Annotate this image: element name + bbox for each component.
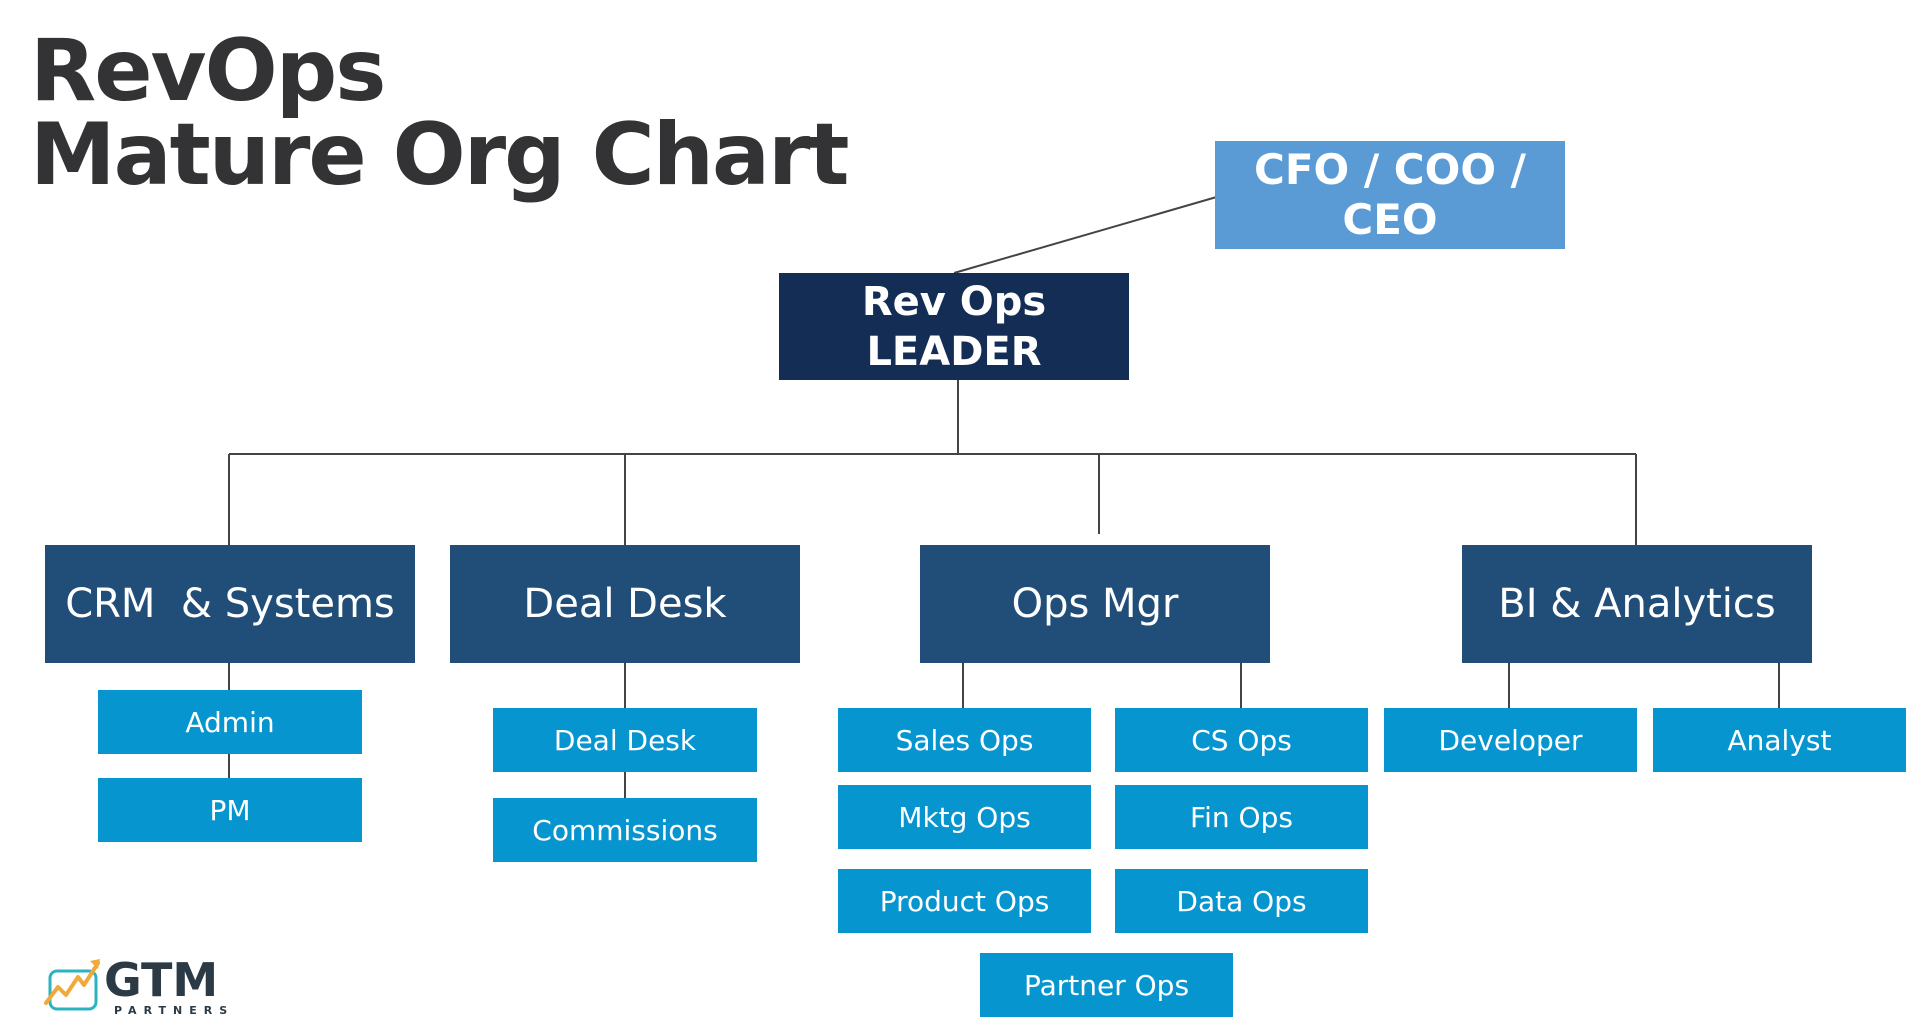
leader-label-line1: Rev Ops [861, 278, 1047, 325]
logo-subtitle: PARTNERS [114, 1004, 235, 1017]
logo-wordmark: GTM [104, 953, 219, 1007]
role-mktg-ops: Mktg Ops [838, 785, 1091, 849]
role-admin: Admin [98, 690, 362, 754]
role-partner-ops: Partner Ops [980, 953, 1233, 1017]
role-pm: PM [98, 778, 362, 842]
role-sales-ops: Sales Ops [838, 708, 1091, 772]
role-data-ops: Data Ops [1115, 869, 1368, 933]
role-deal-desk: Deal Desk [493, 708, 757, 772]
team-ops-mgr: Ops Mgr [920, 545, 1270, 663]
role-cs-ops: CS Ops [1115, 708, 1368, 772]
trend-chart-icon [44, 959, 100, 1011]
leader-label-line2: LEADER [866, 328, 1042, 375]
role-commissions: Commissions [493, 798, 757, 862]
page-title-line1: RevOps [30, 21, 386, 121]
role-fin-ops: Fin Ops [1115, 785, 1368, 849]
exec-label-line1: CFO / COO / [1254, 145, 1526, 194]
exec-connector [953, 195, 1221, 274]
gtm-partners-logo: GTM PARTNERS [44, 953, 227, 1017]
team-bi-analytics: BI & Analytics [1462, 545, 1812, 663]
revops-leader-box: Rev Ops LEADER [779, 273, 1129, 380]
team-crm-systems: CRM & Systems [45, 545, 415, 663]
exec-label-line2: CEO [1342, 195, 1438, 244]
role-product-ops: Product Ops [838, 869, 1091, 933]
team-deal-desk: Deal Desk [450, 545, 800, 663]
page-title-line2: Mature Org Chart [30, 105, 850, 205]
role-developer: Developer [1384, 708, 1637, 772]
role-analyst: Analyst [1653, 708, 1906, 772]
exec-box-cfo-coo-ceo: CFO / COO / CEO [1215, 141, 1565, 249]
